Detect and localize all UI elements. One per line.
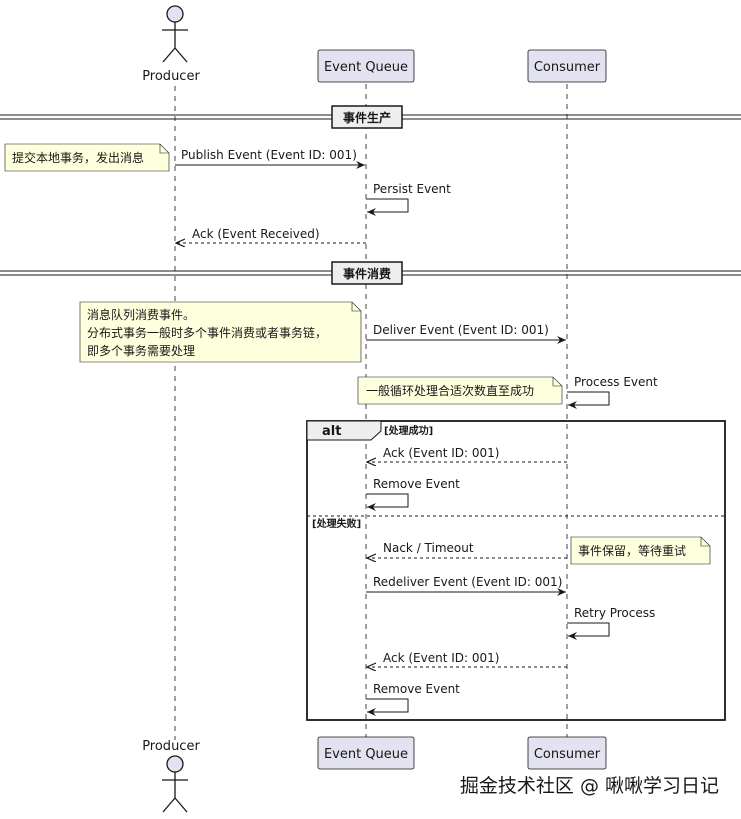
divider-production: 事件生产 <box>0 105 741 129</box>
message-ack-received: Ack (Event Received) <box>192 227 320 241</box>
consumer-box-bottom <box>527 736 607 770</box>
arrow-retry-process <box>567 622 610 640</box>
note-queue-consume-line-2: 分布式事务一般时多个事件消费或者事务链， <box>87 325 327 340</box>
arrow-process-event <box>567 391 610 409</box>
divider-consumption-label: 事件消费 <box>343 266 391 281</box>
consumer-box-top <box>527 49 607 83</box>
queue-box-top <box>317 49 415 83</box>
note-queue-consume: 消息队列消费事件。 分布式事务一般时多个事件消费或者事务链， 即多个事务需要处理 <box>79 301 362 363</box>
message-nack-timeout: Nack / Timeout <box>383 541 474 555</box>
alt-frame: alt [处理成功] [处理失败] <box>306 420 726 721</box>
divider-consumption: 事件消费 <box>0 261 741 285</box>
producer-label-top: Producer <box>142 69 200 84</box>
message-publish-event: Publish Event (Event ID: 001) <box>181 148 357 162</box>
divider-production-label: 事件生产 <box>343 110 391 125</box>
note-retry-loop: 一般循环处理合适次数直至成功 <box>357 376 563 405</box>
message-ack-success: Ack (Event ID: 001) <box>383 446 499 460</box>
arrow-persist-event <box>366 198 409 216</box>
note-queue-consume-line-1: 消息队列消费事件。 <box>87 307 195 322</box>
queue-box-bottom <box>317 736 415 770</box>
alt-guard-success: [处理成功] <box>384 424 433 437</box>
note-commit-local-text: 提交本地事务，发出消息 <box>12 150 144 165</box>
note-keep-event: 事件保留，等待重试 <box>570 536 711 565</box>
producer-actor-icon-bottom <box>162 755 188 813</box>
producer-label-bottom: Producer <box>142 739 200 754</box>
note-commit-local: 提交本地事务，发出消息 <box>4 143 170 172</box>
message-remove-event-2: Remove Event <box>373 682 460 696</box>
queue-label-bottom: Event Queue <box>324 747 408 762</box>
consumer-label-top: Consumer <box>534 60 601 75</box>
arrow-remove-event-1 <box>366 493 409 511</box>
message-process-event: Process Event <box>574 375 658 389</box>
note-queue-consume-line-3: 即多个事务需要处理 <box>87 343 195 358</box>
producer-actor-icon <box>162 5 188 63</box>
note-keep-event-text: 事件保留，等待重试 <box>578 543 686 558</box>
consumer-label-bottom: Consumer <box>534 747 601 762</box>
watermark: 掘金技术社区 @ 啾啾学习日记 <box>460 775 719 797</box>
queue-label-top: Event Queue <box>324 60 408 75</box>
message-ack-retry: Ack (Event ID: 001) <box>383 651 499 665</box>
note-retry-loop-text: 一般循环处理合适次数直至成功 <box>366 383 534 398</box>
message-remove-event-1: Remove Event <box>373 477 460 491</box>
alt-frame-label: alt <box>322 424 341 439</box>
alt-guard-failure: [处理失败] <box>312 517 361 530</box>
message-redeliver-event: Redeliver Event (Event ID: 001) <box>373 575 562 589</box>
message-persist-event: Persist Event <box>373 182 451 196</box>
arrow-remove-event-2 <box>366 698 409 716</box>
message-retry-process: Retry Process <box>574 606 655 620</box>
message-deliver-event: Deliver Event (Event ID: 001) <box>373 323 549 337</box>
